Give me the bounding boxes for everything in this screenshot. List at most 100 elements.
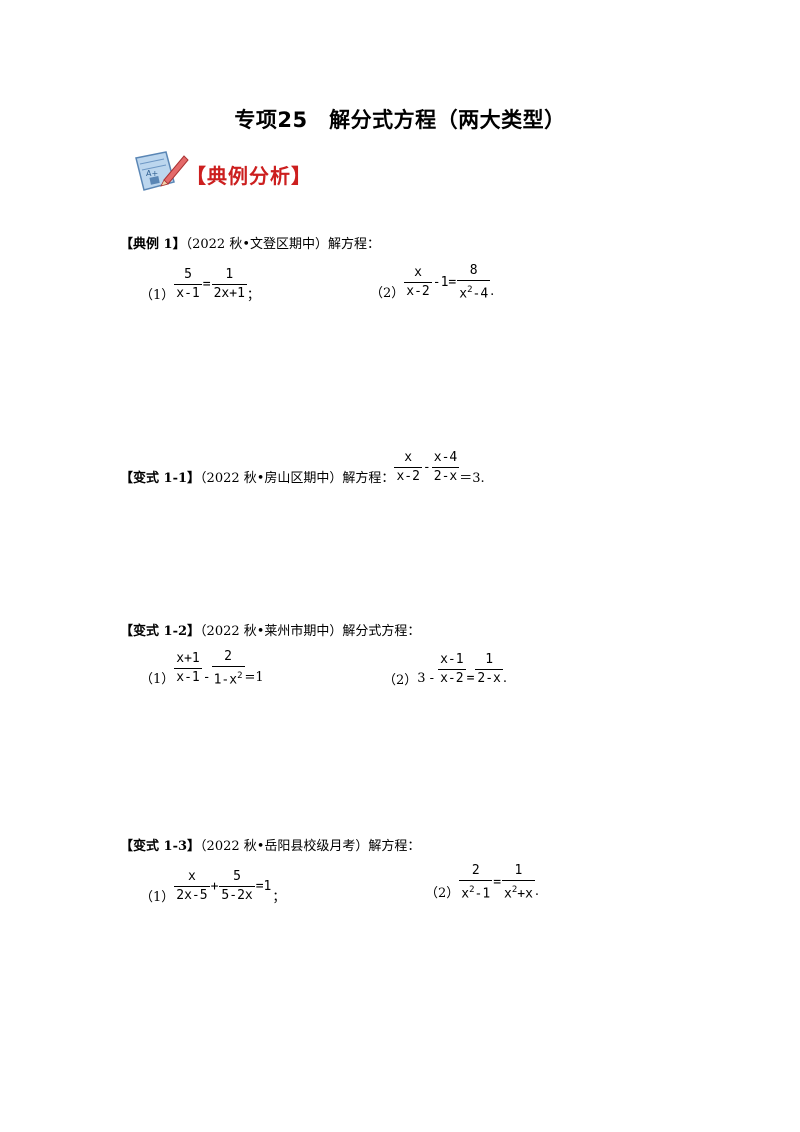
equation-label: （2） [370, 286, 405, 302]
numerator: 1 [485, 652, 494, 667]
equation-label: （2） [425, 886, 460, 902]
numerator: 5 [184, 267, 192, 282]
equation-label: （1） [140, 288, 175, 303]
bracket-close: 】 [172, 237, 186, 252]
bracket-close: 】 [187, 624, 201, 639]
equation-tail: ＝3. [459, 471, 485, 486]
den-part: -1 [474, 886, 491, 902]
denominator: 2-x [475, 669, 503, 686]
den-part: -4 [472, 286, 489, 302]
problem-source: （2022 秋•莱州市期中）解分式方程： [200, 624, 421, 639]
exponent: 2 [237, 671, 243, 681]
svg-text:A+: A+ [146, 169, 158, 178]
exponent: 2 [511, 885, 518, 895]
exponent: 2 [469, 885, 475, 895]
den-part: +x [517, 886, 533, 902]
fraction: 5 5-2x [219, 868, 255, 905]
denominator: 2x+1 [211, 284, 247, 301]
den-part: x [461, 886, 470, 902]
denominator: x-2 [404, 282, 432, 300]
denominator: 1-x2 [211, 666, 245, 689]
problem-source: （2022 秋•房山区期中）解方程： [200, 471, 395, 486]
operator: = [493, 875, 502, 891]
punctuation: . [490, 284, 495, 300]
denominator: x-1 [174, 284, 202, 301]
punctuation: . [534, 884, 540, 900]
equation-tail: =1 [244, 670, 264, 686]
numerator: x [188, 869, 196, 884]
operator: = [466, 671, 475, 686]
exponent: 2 [467, 285, 473, 295]
numerator: x [404, 450, 413, 465]
operator: -1= [432, 275, 457, 291]
fraction: x x-2 [394, 449, 422, 486]
bracket-open: 【 [120, 237, 134, 252]
equation-tail: =1 [255, 879, 272, 894]
equation-label: （2） [383, 673, 418, 688]
bracket-close: 】 [187, 471, 201, 486]
operator: = [202, 277, 211, 292]
denominator: x-1 [174, 668, 202, 686]
page-title: 专项25 解分式方程（两大类型） [234, 108, 566, 132]
denominator: x-2 [394, 467, 422, 484]
numerator: 8 [469, 263, 478, 278]
bracket-open: 【 [120, 471, 134, 486]
problem-tag: 变式 1-1 [133, 471, 188, 486]
problem-1-header: 【典例 1】（2022 秋•文登区期中）解方程： [120, 233, 380, 252]
fraction: 8 x2-4 [457, 262, 491, 303]
problem-4-header: 【变式 1-3】（2022 秋•岳阳县校级月考）解方程： [120, 835, 420, 854]
numerator: x [414, 265, 422, 281]
section-label: 【典例分析】 [186, 164, 312, 188]
operator: - [202, 670, 211, 686]
denominator: x-2 [438, 669, 466, 686]
equation-label: （1） [140, 672, 175, 688]
equation-label: （1） [140, 890, 175, 905]
punctuation: ； [246, 288, 260, 303]
numerator: 1 [514, 863, 523, 878]
denominator: x2-1 [459, 880, 493, 903]
numerator: 2 [224, 649, 232, 664]
numerator: 5 [233, 869, 241, 884]
numerator: x-4 [433, 450, 458, 465]
den-part: 1-x [213, 672, 238, 688]
pencil-paper-icon: A+ [130, 146, 190, 196]
problem-2-header: 【变式 1-1】（2022 秋•房山区期中）解方程： [120, 467, 394, 486]
denominator: 2-x [431, 467, 460, 484]
den-part: x [504, 886, 512, 902]
punctuation: ； [272, 890, 286, 905]
numerator: x-1 [440, 652, 464, 667]
problem-tag: 典例 1 [133, 237, 173, 252]
problem-source: （2022 秋•岳阳县校级月考）解方程： [200, 839, 421, 854]
problem-tag: 变式 1-2 [133, 624, 188, 639]
numerator: x+1 [176, 651, 200, 667]
bracket-open: 【 [120, 839, 134, 854]
denominator: 5-2x [219, 886, 255, 903]
leading-term: 3 - [417, 671, 435, 686]
problem-source: （2022 秋•文登区期中）解方程： [185, 237, 380, 252]
operator: - [422, 460, 431, 475]
problem-3-header: 【变式 1-2】（2022 秋•莱州市期中）解分式方程： [120, 620, 420, 639]
bracket-close: 】 [187, 839, 201, 854]
punctuation: . [502, 671, 508, 686]
problem-tag: 变式 1-3 [133, 839, 188, 854]
denominator: x2+x [502, 880, 535, 903]
denominator: x2-4 [457, 280, 491, 303]
